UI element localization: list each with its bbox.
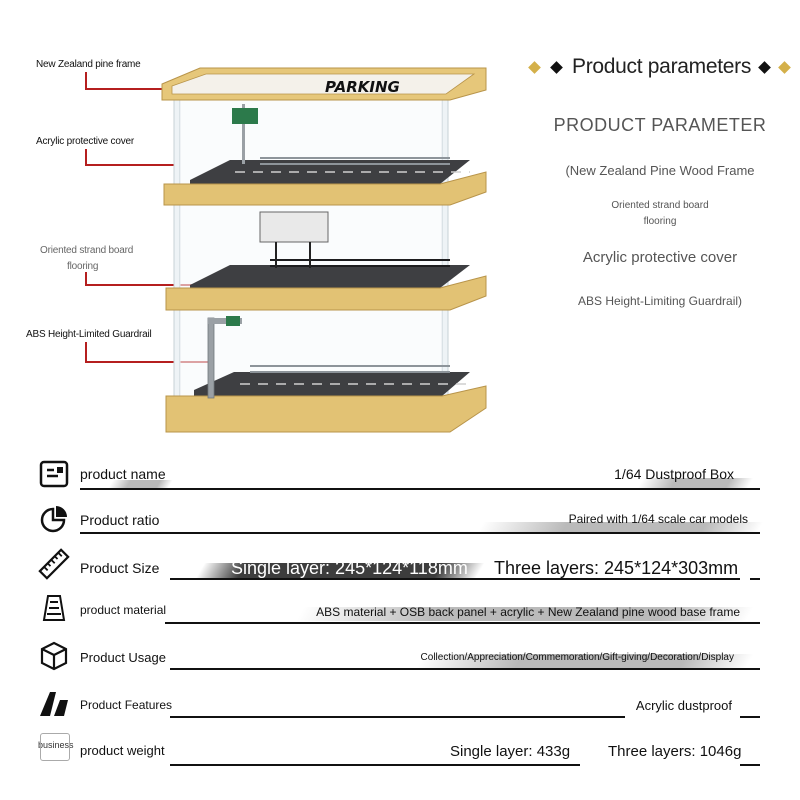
callout-acrylic-cover: Acrylic protective cover <box>36 136 135 147</box>
spec-label: product weight <box>80 743 165 758</box>
spec-value: Acrylic dustproof <box>635 698 732 713</box>
spec-value-single: Single layer: 245*124*118mm <box>231 558 468 578</box>
cube-icon <box>40 641 68 671</box>
callout-osb-line2: flooring <box>67 261 99 272</box>
spec-label: product material <box>80 603 167 617</box>
leader-line <box>85 272 87 285</box>
ruler-icon <box>38 548 70 580</box>
row-divider <box>165 622 760 624</box>
row-divider <box>170 578 740 580</box>
floor-middle <box>190 265 470 288</box>
shelf-frame-lower <box>165 385 487 433</box>
spec-value: Paired with 1/64 scale car models <box>568 512 748 526</box>
param-acrylic: Acrylic protective cover <box>582 249 738 266</box>
row-divider <box>170 716 625 718</box>
billboard <box>259 211 329 243</box>
business-icon <box>40 733 70 761</box>
business-icon-label: business <box>38 740 74 750</box>
callout-guardrail: ABS Height-Limited Guardrail <box>26 329 152 340</box>
diamond-gold <box>778 61 791 74</box>
sign-post <box>242 104 245 164</box>
material-icon <box>42 595 66 621</box>
pie-chart-icon <box>40 506 67 533</box>
leader-line <box>85 361 210 363</box>
row-divider <box>750 578 760 580</box>
display-case-illustration: PARKING <box>161 67 487 433</box>
leader-line <box>85 164 180 166</box>
guardrail-upper <box>260 157 450 165</box>
spec-label: Product Usage <box>80 650 166 665</box>
spec-value-three: Three layers: 245*124*303mm <box>494 558 739 578</box>
param-osb-line1: Oriented strand board <box>611 200 709 211</box>
roof-sign: PARKING <box>325 78 400 96</box>
spec-label: Product Size <box>80 560 160 576</box>
row-divider <box>80 532 760 534</box>
row-divider <box>740 764 760 766</box>
height-limit-post <box>207 317 215 399</box>
parameters-subtitle: PRODUCT PARAMETER <box>553 115 767 135</box>
document-icon <box>39 460 69 488</box>
spec-label: Product Features <box>80 698 173 712</box>
param-pine: (New Zealand Pine Wood Frame <box>565 163 755 178</box>
callout-pine-frame: New Zealand pine frame <box>36 59 141 70</box>
spec-value: Collection/Appreciation/Commemoration/Gi… <box>420 652 734 663</box>
param-abs: ABS Height-Limiting Guardrail) <box>577 294 743 308</box>
diamond-black <box>758 61 771 74</box>
roof-acrylic <box>171 73 476 95</box>
leader-line <box>85 284 235 286</box>
leader-line <box>85 88 163 90</box>
shelf-frame-middle <box>165 275 487 311</box>
leader-line <box>85 149 87 165</box>
row-divider <box>80 488 760 490</box>
parameters-header: Product parameters <box>522 54 800 82</box>
spec-value-three: Three layers: 1046g <box>608 743 742 760</box>
shelf-frame-upper <box>163 171 487 206</box>
param-osb-line2: flooring <box>643 216 677 227</box>
spec-label: product name <box>80 466 166 482</box>
height-limit-beam <box>208 318 242 324</box>
features-icon <box>40 692 68 716</box>
leader-line <box>85 72 87 89</box>
row-divider <box>740 716 760 718</box>
row-divider <box>170 668 760 670</box>
callout-osb-line1: Oriented strand board <box>40 245 134 256</box>
guardrail-lower <box>250 365 450 373</box>
acrylic-panel-left <box>173 94 181 431</box>
row-divider <box>170 764 580 766</box>
road-sign-green <box>232 108 258 124</box>
guardrail-middle <box>270 259 450 267</box>
spec-value: 1/64 Dustproof Box <box>614 466 734 482</box>
billboard-legs <box>275 242 311 268</box>
diamond-black <box>550 61 563 74</box>
road-sign-green <box>226 316 240 326</box>
parameters-title: Product parameters <box>572 55 752 78</box>
diamond-gold <box>528 61 541 74</box>
spec-value-single: Single layer: 433g <box>450 743 571 760</box>
spec-label: Product ratio <box>80 512 160 528</box>
leader-line <box>85 342 87 362</box>
spec-value: ABS material + OSB back panel + acrylic … <box>316 605 740 619</box>
